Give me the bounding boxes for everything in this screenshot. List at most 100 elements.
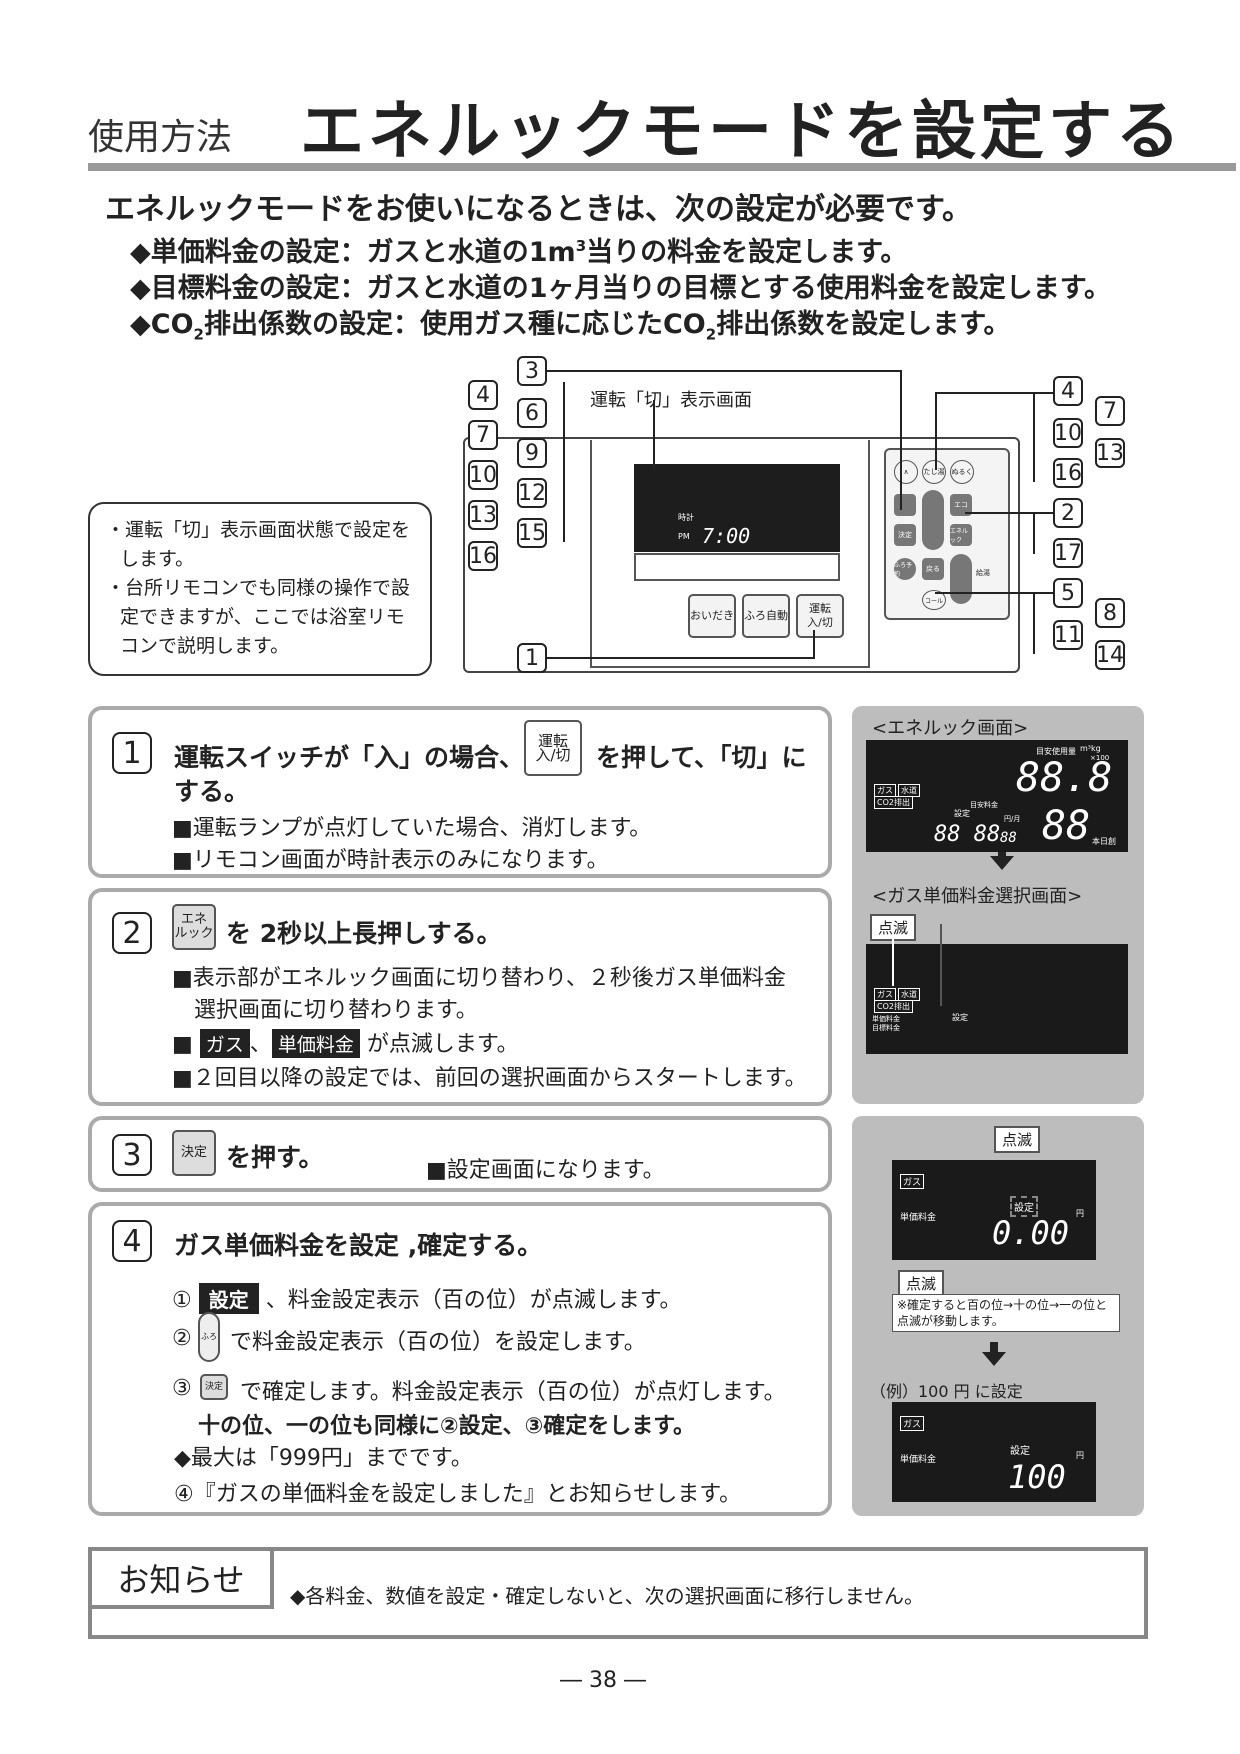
step-3-box: 3 決定 を押す。 ■設定画面になります。 — [88, 1116, 832, 1192]
leader-line — [892, 938, 894, 986]
callout-12: 12 — [517, 478, 547, 508]
lcd-today-label: 本日創 — [1092, 837, 1116, 846]
callout-16: 16 — [1053, 458, 1083, 488]
callout-2: 2 — [1053, 498, 1083, 528]
key-eneluck[interactable]: エネルック — [950, 524, 972, 546]
blink-tag: 点滅 — [994, 1126, 1041, 1153]
lcd-set-label: 設定 — [1010, 1446, 1030, 1457]
callout-16: 16 — [468, 541, 498, 571]
lcd-target-label: 目安料金 — [970, 801, 998, 809]
requirement-target-price: ◆目標料金の設定：ガスと水道の1ヶ月当りの目標とする使用料金を設定します。 — [130, 273, 1112, 304]
decide-key-icon: 決定 — [200, 1374, 228, 1400]
callout-9: 9 — [517, 438, 547, 468]
key-call[interactable]: コール — [922, 590, 946, 610]
step-item-4: ④『ガスの単価料金を設定しました』とお知らせします。 — [174, 1482, 742, 1507]
callout-4: 4 — [1053, 376, 1083, 406]
title-divider — [88, 163, 1236, 171]
key-tashiyu[interactable]: たし湯 — [922, 460, 946, 484]
hot-water-up-down-key[interactable] — [950, 554, 972, 604]
leader-line — [1033, 592, 1035, 654]
requirement-co2: ◆CO2排出係数の設定：使用ガス種に応じたCO2排出係数を設定します。 — [130, 309, 1011, 344]
requirement-unit-price: ◆単価料金の設定：ガスと水道の1m3当りの料金を設定します。 — [130, 237, 908, 268]
key-nuruku[interactable]: ぬるく — [950, 460, 974, 484]
lcd-price-value: 0.00 — [992, 1214, 1070, 1252]
callout-5: 5 — [1053, 578, 1083, 608]
reheat-button[interactable]: おいだき — [688, 594, 736, 638]
auto-bath-button[interactable]: ふろ自動 — [742, 594, 790, 638]
note-line: ・台所リモコンでも同様の操作で設定できますが、ここでは浴室リモコンで説明します。 — [106, 577, 411, 657]
step-bullet-cont: 選択画面に切り替わります。 — [194, 998, 478, 1023]
lcd-label-co2: CO2排出 — [874, 796, 913, 809]
step-item-3-text: で確定します。料金設定表示（百の位）が点灯します。 — [240, 1380, 786, 1405]
lcd-label-gas: ガス — [900, 1416, 925, 1431]
step-number: 3 — [112, 1134, 152, 1176]
arrow-down-icon — [990, 856, 1014, 870]
callout-1: 1 — [517, 643, 547, 673]
callout-15: 15 — [517, 518, 547, 548]
lcd-big-usage: 88.8 — [1016, 755, 1113, 801]
lcd-usage-label: 目安使用量 — [1036, 747, 1076, 756]
pm-label: PM — [678, 532, 690, 541]
eneluck-screen: 目安使用量 m³kg ×100 88.8 ガス 水道 CO2排出 設定 目安料金… — [866, 740, 1128, 852]
screen-label: 運転「切」表示画面 — [590, 390, 752, 411]
step-item-3-sub: 十の位、一の位も同様に②設定、③確定をします。 — [198, 1414, 696, 1439]
callout-13: 13 — [468, 500, 498, 530]
notice-text: ◆各料金、数値を設定・確定しないと、次の選択画面に移行しません。 — [290, 1584, 924, 1608]
key-mute[interactable] — [894, 494, 916, 516]
display-frame — [590, 440, 870, 668]
step-title-cont: する。 — [174, 777, 250, 806]
lcd-set-label: 設定 — [954, 809, 970, 818]
step-4-box: 4 ガス単価料金を設定 ,確定する。 ① 設定 、料金設定表示（百の位）が点滅し… — [88, 1202, 832, 1516]
lcd-yen-label: 円 — [1076, 1209, 1084, 1218]
blink-tag: 点滅 — [870, 914, 917, 941]
callout-6: 6 — [517, 398, 547, 428]
key-bath-add[interactable]: ∧ — [894, 460, 918, 484]
note-box: ・運転「切」表示画面状態で設定をします。 ・台所リモコンでも同様の操作で設定でき… — [88, 502, 432, 676]
step-title: ガス単価料金を設定 ,確定する。 — [174, 1231, 543, 1260]
lcd-price-value: 100 — [1008, 1458, 1066, 1496]
callout-10: 10 — [1053, 418, 1083, 448]
callout-8: 8 — [1095, 598, 1125, 628]
step-item-1: ① 設定 、料金設定表示（百の位）が点滅します。 — [172, 1282, 682, 1314]
key-decide[interactable]: 決定 — [894, 524, 916, 546]
unit-price-setting-screen: ガス 単価料金 設定 0.00 円 — [892, 1160, 1096, 1260]
key-bath-timer[interactable]: ふろ予約 — [894, 558, 916, 580]
unit-price-example-screen: ガス 単価料金 設定 100 円 — [892, 1402, 1096, 1502]
lcd-label-gas: ガス — [900, 1174, 925, 1189]
lcd-big-today: 88 — [1042, 803, 1091, 849]
blink-tag: 点滅 — [898, 1270, 945, 1297]
leader-line — [547, 657, 815, 659]
power-button[interactable]: 運転 入/切 — [796, 594, 844, 638]
lcd-set-label: 設定 — [1010, 1196, 1038, 1217]
chip-setting: 設定 — [198, 1283, 259, 1314]
lcd-target-price-label: 目標料金 — [872, 1024, 900, 1032]
lcd-unit-price-label: 単価料金 — [900, 1455, 937, 1465]
step-title: を押す。 — [226, 1143, 324, 1172]
setting-screens-panel: 点滅 ガス 単価料金 設定 0.00 円 点滅 ※確定すると百の位→十の位→一の… — [852, 1116, 1144, 1516]
callout-4: 4 — [468, 380, 498, 410]
leader-line — [935, 392, 1053, 394]
chip-gas: ガス — [199, 1029, 250, 1058]
step-item-2-text: で料金設定表示（百の位）を設定します。 — [230, 1330, 646, 1355]
note-line: ・運転「切」表示画面状態で設定をします。 — [106, 519, 411, 570]
leader-line — [935, 392, 937, 470]
key-eco[interactable]: エコ — [950, 494, 972, 516]
step-1-box: 1 運転スイッチが「入」の場合、 運転 入/切 を押して、「切」に する。 ■運… — [88, 706, 832, 878]
step-title: 運転スイッチが「入」の場合、 — [174, 743, 525, 772]
lcd-unit-label: m³kg — [1080, 744, 1101, 753]
bath-up-down-key[interactable] — [922, 490, 944, 550]
lcd-yen-label: 円 — [1076, 1451, 1084, 1460]
screen-examples-panel: <エネルック画面> 目安使用量 m³kg ×100 88.8 ガス 水道 CO2… — [852, 706, 1144, 1104]
step-2-box: 2 エネ ルック を 2秒以上長押しする。 ■表示部がエネルック画面に切り替わり… — [88, 888, 832, 1106]
lcd-label-co2: CO2排出 — [874, 1000, 913, 1013]
eneluck-key-icon: エネ ルック — [172, 904, 216, 950]
key-back[interactable]: 戻る — [922, 558, 944, 580]
key-kyuto: 給湯 — [976, 569, 990, 577]
callout-11: 11 — [1053, 620, 1083, 650]
lcd-target-value: 88 88 — [934, 822, 1001, 847]
arrow-down-icon — [982, 1352, 1006, 1366]
callout-17: 17 — [1053, 538, 1083, 568]
step-bullet: ■２回目以降の設定では、前回の選択画面からスタートします。 — [172, 1066, 807, 1091]
step-note-max: ◆最大は「999円」までです。 — [174, 1446, 473, 1471]
callout-7: 7 — [468, 420, 498, 450]
